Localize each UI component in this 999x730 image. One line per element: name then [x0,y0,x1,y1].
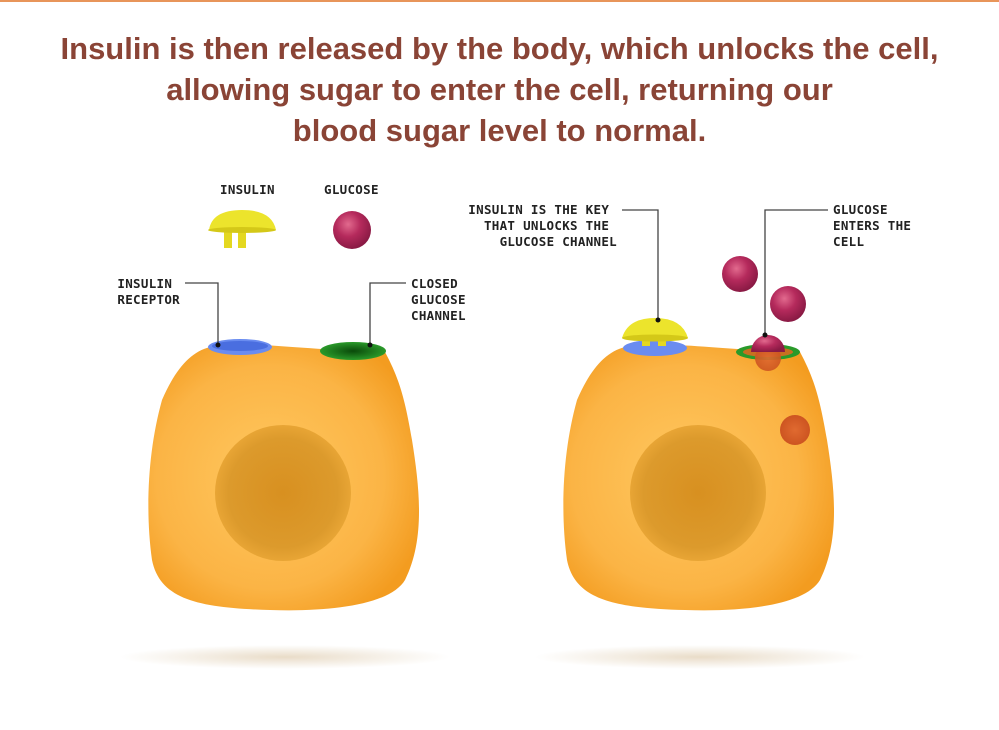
glucose-molecule [722,256,758,292]
glucose-inside-cell [780,415,810,445]
glucose-enters-label: GLUCOSE ENTERS THE CELL [833,202,919,249]
glucose-molecule [770,286,806,322]
closed-channel-label: CLOSED GLUCOSE CHANNEL [411,276,474,323]
cell-before [148,344,420,611]
insulin-receptor-label: INSULIN RECEPTOR [117,276,180,307]
insulin-key-label: INSULIN IS THE KEY THAT UNLOCKS THE GLUC… [468,202,617,249]
open-glucose-channel [736,335,800,371]
insulin-bound-receptor [622,318,688,356]
legend-insulin-label: INSULIN [220,182,275,197]
cell-after [563,344,835,611]
cell-shadow [120,645,450,669]
closed-glucose-channel [320,342,386,360]
page-title: Insulin is then released by the body, wh… [0,28,999,151]
title-line-2: allowing sugar to enter the cell, return… [166,72,833,107]
cell-shadow-right [535,645,865,669]
legend-glucose-label: GLUCOSE [324,182,379,197]
insulin-receptor [208,339,272,355]
insulin-icon [208,210,276,248]
top-border [0,0,999,2]
title-line-3: blood sugar level to normal. [292,113,707,148]
title-line-1: Insulin is then released by the body, wh… [60,31,939,66]
glucose-icon [333,211,371,249]
